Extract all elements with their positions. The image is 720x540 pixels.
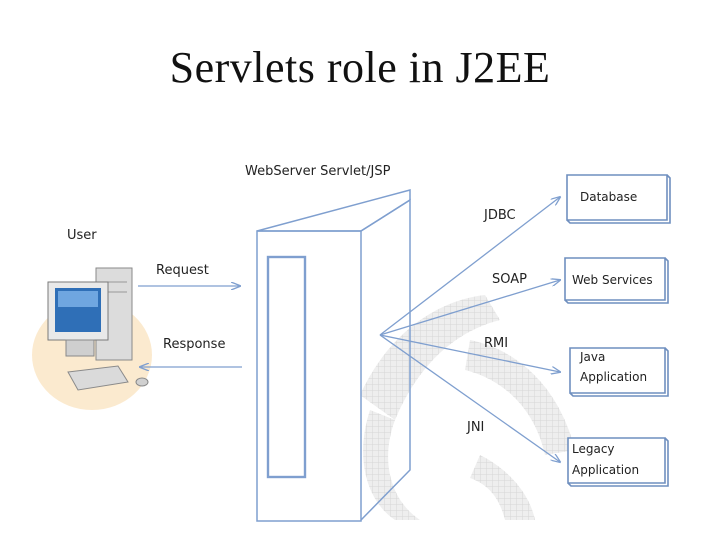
- request-label: Request: [156, 263, 209, 278]
- web-services-box: [564, 257, 669, 304]
- computer-icon: [32, 267, 152, 410]
- response-label: Response: [163, 337, 226, 352]
- jdbc-label: JDBC: [484, 208, 516, 223]
- user-label: User: [67, 228, 97, 243]
- server-panel: [266, 255, 307, 479]
- legacy-application-label-line1: Legacy: [572, 442, 615, 456]
- server-label: WebServer Servlet/JSP: [245, 164, 391, 179]
- rmi-connector: [379, 334, 560, 372]
- database-label: Database: [580, 190, 638, 204]
- server-front: [256, 230, 362, 522]
- soap-connector: [379, 280, 560, 336]
- web-services-label: Web Services: [572, 273, 653, 287]
- server-icon: [256, 189, 411, 522]
- rmi-label: RMI: [484, 336, 509, 351]
- jdbc-connector: [379, 197, 560, 336]
- server-side: [360, 198, 411, 521]
- legacy-application-label-line2: Application: [572, 463, 640, 477]
- java-application-box: [569, 347, 669, 397]
- java-application-label-line1: Java: [580, 350, 606, 364]
- slide-title: Servlets role in J2EE: [169, 43, 551, 92]
- jni-connector: [379, 334, 560, 462]
- jni-label: JNI: [467, 420, 485, 435]
- server-top: [256, 189, 411, 232]
- legacy-application-box: [567, 437, 669, 487]
- java-application-label-line2: Application: [580, 370, 648, 384]
- soap-label: SOAP: [492, 272, 527, 287]
- database-box: [566, 174, 671, 224]
